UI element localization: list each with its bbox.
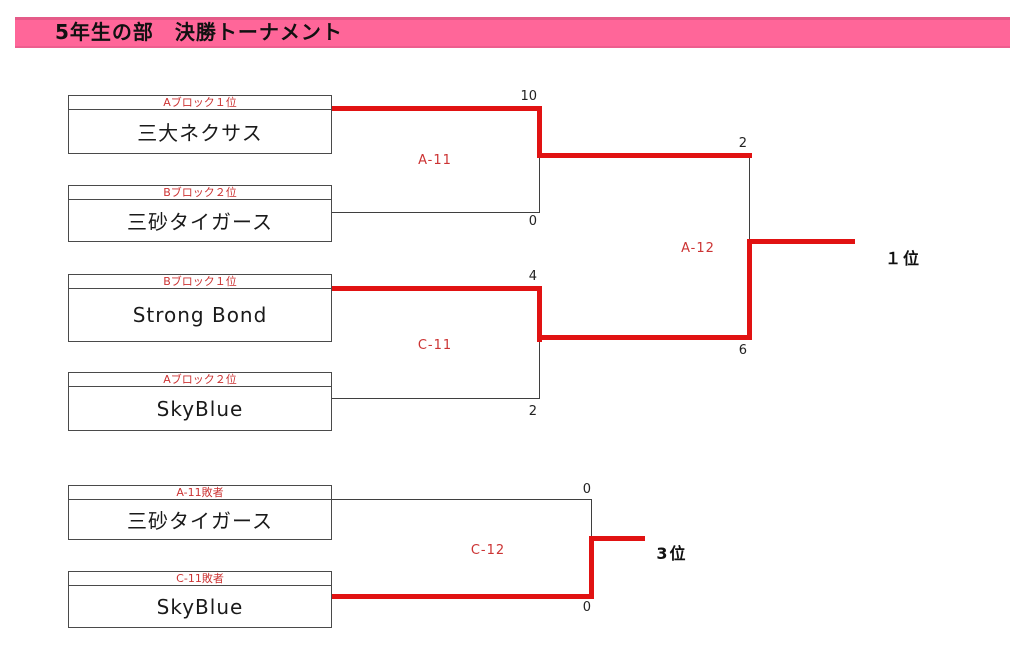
team-box-c11-loser: C-11敗者 SkyBlue: [68, 571, 332, 628]
connector-a11-vertical: [539, 109, 540, 213]
seed-label: Bブロック１位: [69, 275, 331, 289]
title-banner: 5年生の部 決勝トーナメント: [15, 17, 1010, 48]
winner-line-c11-in: [332, 286, 542, 291]
seed-label: C-11敗者: [69, 572, 331, 586]
winner-line-a11-in: [332, 106, 542, 111]
team-name: 三砂タイガース: [127, 509, 273, 533]
winner-line-final-elbow: [747, 239, 752, 340]
team-name: 三大ネクサス: [137, 121, 263, 145]
match-label-a12: A-12: [681, 241, 715, 256]
winner-line-c11-out: [537, 335, 752, 340]
seed-label: A-11敗者: [69, 486, 331, 500]
winner-line-a11-elbow: [537, 106, 542, 158]
seed-label: Aブロック２位: [69, 373, 331, 387]
winner-line-third-out: [589, 536, 645, 541]
winner-line-champion-out: [747, 239, 855, 244]
score-a12-top: 2: [738, 136, 747, 151]
team-box-b-block-2nd: Bブロック２位 三砂タイガース: [68, 185, 332, 242]
team-name: SkyBlue: [156, 396, 244, 421]
match-label-c11: C-11: [417, 338, 453, 353]
score-a11-top: 10: [520, 89, 537, 104]
score-a12-bottom: 6: [738, 343, 747, 358]
match-label-a11: A-11: [418, 153, 452, 168]
score-c11-bottom: 2: [528, 404, 537, 419]
connector-c11-vertical: [539, 288, 540, 398]
winner-line-c12-elbow: [589, 536, 594, 599]
score-a11-bottom: 0: [528, 214, 537, 229]
team-name: Strong Bond: [132, 303, 268, 327]
team-name: SkyBlue: [156, 594, 244, 619]
first-place-label: １位: [884, 249, 921, 268]
score-c12-bottom: 0: [582, 600, 591, 615]
connector-c11-loser-line: [332, 398, 540, 399]
winner-line-c12-in: [332, 594, 594, 599]
team-box-b-block-1st: Bブロック１位 Strong Bond: [68, 274, 332, 342]
match-label-c12: C-12: [470, 543, 506, 558]
score-c11-top: 4: [528, 269, 537, 284]
connector-c12-top-line: [332, 499, 592, 500]
connector-a11-loser-line: [332, 212, 540, 213]
score-c12-top: 0: [582, 482, 591, 497]
team-name: 三砂タイガース: [127, 210, 273, 234]
winner-line-c11-elbow: [537, 286, 542, 342]
seed-label: Aブロック１位: [69, 96, 331, 110]
team-box-a-block-2nd: Aブロック２位 SkyBlue: [68, 372, 332, 431]
team-box-a-block-1st: Aブロック１位 三大ネクサス: [68, 95, 332, 154]
page-title: 5年生の部 決勝トーナメント: [55, 20, 343, 44]
team-box-a11-loser: A-11敗者 三砂タイガース: [68, 485, 332, 540]
third-place-label: 3位: [656, 544, 688, 563]
seed-label: Bブロック２位: [69, 186, 331, 200]
winner-line-a11-out: [537, 153, 752, 158]
